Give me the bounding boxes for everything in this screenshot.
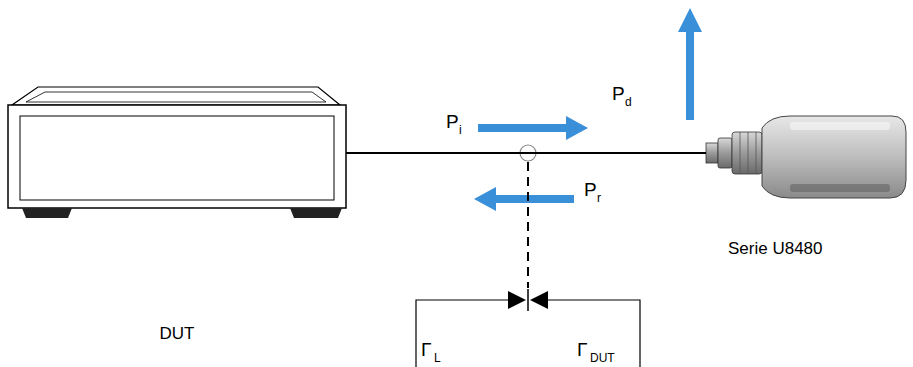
mismatch-symbol bbox=[416, 289, 640, 367]
drawing-part bbox=[548, 300, 640, 367]
drawing-part bbox=[748, 132, 749, 174]
power-symbol: P bbox=[446, 112, 459, 131]
drawing-part bbox=[706, 143, 718, 163]
drawing-part bbox=[8, 105, 346, 208]
reflection-subscript: DUT bbox=[590, 352, 615, 364]
drawing-part bbox=[416, 300, 508, 367]
drawing-part bbox=[22, 208, 72, 218]
instrument bbox=[8, 87, 346, 218]
drawing-part bbox=[26, 92, 326, 102]
drawing-part bbox=[290, 208, 342, 218]
drawing-part bbox=[686, 30, 694, 120]
drawing-part bbox=[790, 122, 890, 130]
drawing-part bbox=[790, 184, 890, 192]
drawing-part bbox=[732, 132, 762, 174]
drawing-part bbox=[527, 289, 529, 311]
power-subscript: i bbox=[459, 124, 462, 136]
dashed-line bbox=[527, 162, 529, 288]
node-label: Serie U8480 bbox=[728, 240, 823, 257]
drawing-part bbox=[474, 187, 496, 211]
power-subscript: r bbox=[597, 192, 601, 204]
drawing-part bbox=[20, 116, 334, 200]
drawing-part bbox=[678, 8, 702, 32]
drawing-part bbox=[566, 116, 588, 140]
node-label: DUT bbox=[160, 325, 195, 342]
instrument-node: DUT bbox=[8, 85, 346, 265]
drawing-part bbox=[478, 124, 568, 132]
drawing-part bbox=[12, 87, 340, 105]
signal-line bbox=[346, 152, 706, 154]
drawing-part bbox=[740, 132, 741, 174]
power-arrows bbox=[474, 8, 702, 211]
power-subscript: d bbox=[625, 96, 632, 108]
drawing-part bbox=[530, 291, 548, 309]
power-symbol: P bbox=[584, 180, 597, 199]
sensor-node: Serie U8480 bbox=[706, 110, 906, 265]
power-symbol: P bbox=[612, 84, 625, 103]
reflection-symbol: Γ bbox=[577, 340, 587, 359]
drawing-part bbox=[718, 138, 732, 168]
power-sensor bbox=[706, 116, 906, 198]
reflection-symbol: Γ bbox=[421, 340, 431, 359]
drawing-part bbox=[762, 116, 906, 198]
drawing-part bbox=[508, 291, 526, 309]
reflection-subscript: L bbox=[434, 352, 441, 364]
drawing-part bbox=[756, 132, 757, 174]
drawing-part bbox=[494, 195, 574, 203]
